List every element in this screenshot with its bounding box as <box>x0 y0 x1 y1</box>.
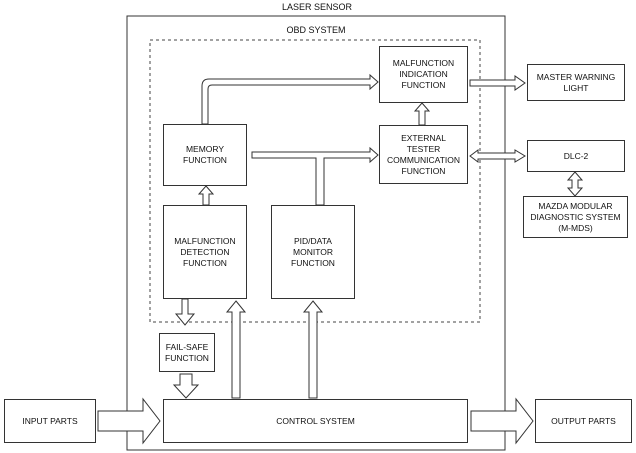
malfunction-detection-block: MALFUNCTION DETECTION FUNCTION <box>163 205 247 299</box>
control-system-block: CONTROL SYSTEM <box>163 399 468 443</box>
detection-to-failsafe-arrow <box>174 298 196 326</box>
laser-sensor-title: LASER SENSOR <box>281 2 353 12</box>
failsafe-to-control-arrow <box>172 373 200 399</box>
pid-data-monitor-block: PID/DATA MONITOR FUNCTION <box>271 205 355 299</box>
laser-sensor-border <box>126 15 506 451</box>
master-warning-light-block: MASTER WARNING LIGHT <box>527 64 625 101</box>
control-to-pid-arrow <box>302 300 324 399</box>
input-to-control-arrow <box>97 397 161 445</box>
external-tester-communication-block: EXTERNAL TESTER COMMUNICATION FUNCTION <box>379 125 468 184</box>
memory-to-indication-arrow <box>201 73 379 125</box>
indication-to-warning-arrow <box>469 75 526 91</box>
tester-dlc2-double-arrow <box>469 149 526 163</box>
malfunction-indication-block: MALFUNCTION INDICATION FUNCTION <box>379 46 468 103</box>
memory-function-block: MEMORY FUNCTION <box>163 124 247 186</box>
tester-to-indication-arrow <box>413 102 431 126</box>
obd-system-label: OBD SYSTEM <box>286 25 346 35</box>
output-parts-block: OUTPUT PARTS <box>535 399 632 443</box>
memory-to-tester-arrow <box>251 146 379 206</box>
control-to-detection-arrow <box>225 300 247 399</box>
control-to-output-arrow <box>470 397 534 445</box>
m-mds-block: MAZDA MODULAR DIAGNOSTIC SYSTEM (M-MDS) <box>523 196 628 238</box>
input-parts-block: INPUT PARTS <box>4 399 96 443</box>
dlc2-mmds-double-arrow <box>566 171 584 197</box>
dlc2-block: DLC-2 <box>527 140 625 172</box>
detection-to-memory-arrow <box>197 185 215 206</box>
fail-safe-block: FAIL-SAFE FUNCTION <box>159 333 215 372</box>
